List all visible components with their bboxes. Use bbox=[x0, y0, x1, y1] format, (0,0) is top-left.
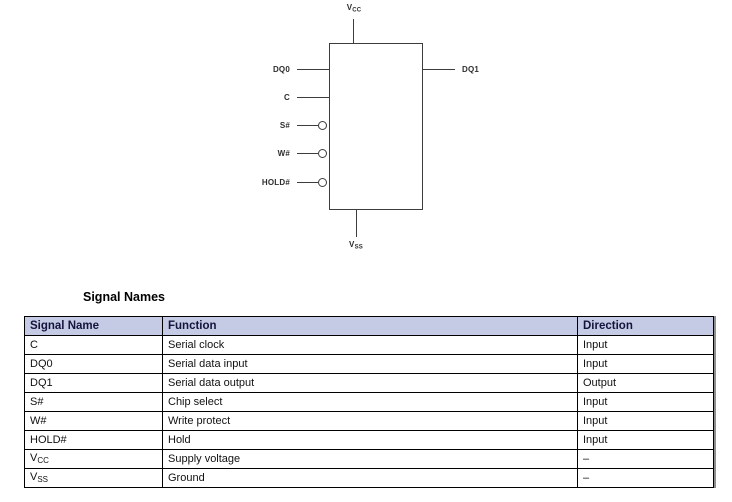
function-cell: Serial data input bbox=[162, 354, 578, 374]
direction-cell: – bbox=[577, 449, 714, 469]
vcc-label-subscript: CC bbox=[352, 7, 362, 14]
dq0-wire bbox=[297, 69, 329, 71]
direction-cell: Input bbox=[577, 392, 714, 412]
function-cell: Chip select bbox=[162, 392, 578, 412]
direction-cell: Input bbox=[577, 335, 714, 355]
signal-name-cell: HOLD# bbox=[24, 430, 163, 450]
signal-name-cell: W# bbox=[24, 411, 163, 431]
function-cell: Supply voltage bbox=[162, 449, 578, 469]
function-cell: Serial data output bbox=[162, 373, 578, 393]
function-cell: Hold bbox=[162, 430, 578, 450]
s-wire bbox=[297, 125, 318, 127]
w-active-low-bubble bbox=[318, 149, 327, 158]
direction-cell: Input bbox=[577, 430, 714, 450]
w-wire bbox=[297, 153, 318, 155]
signal-name-cell: C bbox=[24, 335, 163, 355]
vss-pin-label: VSS bbox=[336, 240, 376, 253]
pin-label-dq0: DQ0 bbox=[272, 65, 290, 74]
pin-label-dq1: DQ1 bbox=[462, 65, 480, 74]
pin-label-c: C bbox=[284, 93, 290, 102]
header-direction: Direction bbox=[577, 316, 714, 336]
vss-label-text: V bbox=[349, 240, 355, 249]
direction-cell: Input bbox=[577, 354, 714, 374]
signal-name-subscript: SS bbox=[37, 474, 49, 484]
direction-cell: – bbox=[577, 468, 714, 488]
signal-table-title: Signal Names bbox=[83, 290, 165, 304]
signal-name-cell: DQ1 bbox=[24, 373, 163, 393]
function-cell: Ground bbox=[162, 468, 578, 488]
hold-active-low-bubble bbox=[318, 178, 327, 187]
vss-label-subscript: SS bbox=[354, 244, 363, 251]
vcc-pin-label: VCC bbox=[334, 3, 374, 16]
pin-label-hold: HOLD# bbox=[261, 178, 290, 187]
vss-wire bbox=[356, 210, 358, 237]
signal-name-cell: DQ0 bbox=[24, 354, 163, 374]
vcc-label-text: V bbox=[346, 3, 353, 12]
c-wire bbox=[297, 97, 329, 99]
dq1-wire bbox=[423, 69, 455, 71]
s-active-low-bubble bbox=[318, 121, 327, 130]
hold-wire bbox=[297, 182, 318, 184]
signal-name-subscript: CC bbox=[37, 455, 49, 465]
direction-cell: Output bbox=[577, 373, 714, 393]
function-cell: Serial clock bbox=[162, 335, 578, 355]
pin-label-w: W# bbox=[277, 149, 290, 158]
signal-name-cell: VCC bbox=[24, 449, 163, 469]
signal-name-cell: VSS bbox=[24, 468, 163, 488]
chip-outline bbox=[329, 43, 423, 210]
vcc-wire bbox=[353, 19, 355, 43]
signal-table-header-row: Signal Name Function Direction bbox=[24, 316, 714, 336]
header-function: Function bbox=[162, 316, 578, 336]
pin-label-s: S# bbox=[279, 121, 290, 130]
header-signal-name: Signal Name bbox=[24, 316, 163, 336]
direction-cell: Input bbox=[577, 411, 714, 431]
function-cell: Write protect bbox=[162, 411, 578, 431]
signal-name-cell: S# bbox=[24, 392, 163, 412]
